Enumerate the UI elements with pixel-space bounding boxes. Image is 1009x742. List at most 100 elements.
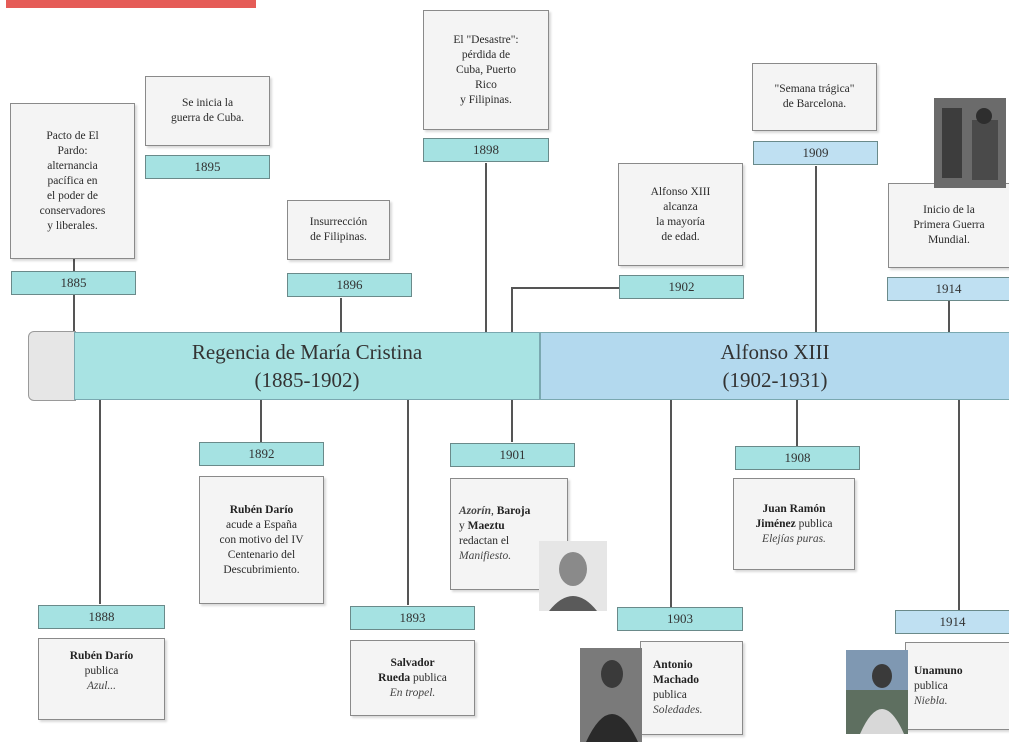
- event-note-1908: Juan Ramón Jiménez publica Elejías puras…: [733, 478, 855, 570]
- year-label-1892: 1892: [199, 442, 324, 466]
- work-soledades: Soledades.: [653, 704, 703, 716]
- year-label-1885: 1885: [11, 271, 136, 295]
- event-1908-verb: publica: [798, 517, 833, 530]
- event-1901-line: y Maeztu: [459, 519, 505, 534]
- ww1-photo: [934, 98, 1006, 188]
- event-1908-line: Jiménez publica: [756, 517, 833, 532]
- title-fragment-shape: [6, 0, 256, 8]
- year-label-1888: 1888: [38, 605, 165, 629]
- event-note-1914-unamuno: Unamuno publica Niebla.: [905, 642, 1009, 730]
- connector-1901: [511, 400, 513, 442]
- event-1885-line: Pardo:: [57, 144, 88, 157]
- event-1898-line: Cuba, Puerto: [455, 63, 517, 76]
- year-label-1902: 1902: [619, 275, 744, 299]
- event-1892-line: Centenario del: [227, 548, 296, 561]
- work-manifiesto: Manifiesto.: [459, 550, 512, 562]
- connector-1888: [99, 400, 101, 604]
- connector-1902-horizontal: [511, 287, 619, 289]
- unamuno-portrait: [846, 650, 908, 734]
- event-1902-line: Alfonso XIII: [650, 185, 711, 198]
- period-bar-regencia: Regencia de María Cristina (1885-1902): [74, 332, 540, 400]
- machado-portrait: [580, 648, 642, 742]
- event-note-1898: El "Desastre": pérdida de Cuba, Puerto R…: [423, 10, 549, 130]
- year-label-1914-unamuno: 1914: [895, 610, 1009, 634]
- connector-1896: [340, 298, 342, 332]
- connector-1908: [796, 400, 798, 446]
- event-1888-verb: publica: [84, 665, 119, 677]
- event-1885-line: Pacto de El: [46, 129, 99, 142]
- event-1893-verb: publica: [412, 671, 447, 684]
- event-1901-line: Azorín, Baroja: [459, 505, 531, 517]
- event-1893-line: Rueda publica: [378, 671, 447, 686]
- event-note-1902: Alfonso XIII alcanza la mayoría de edad.: [618, 163, 743, 266]
- event-note-1885: Pacto de El Pardo: alternancia pacífica …: [10, 103, 135, 259]
- author-azorin: Azorín: [459, 505, 491, 517]
- author-unamuno: Unamuno: [914, 664, 963, 677]
- event-1901-line: redactan el: [459, 535, 510, 547]
- event-1914-line: Mundial.: [928, 234, 970, 246]
- year-label-1896: 1896: [287, 273, 412, 297]
- year-label-1909: 1909: [753, 141, 878, 165]
- year-label-1898: 1898: [423, 138, 549, 162]
- event-1892-line: Descubrimiento.: [223, 563, 300, 576]
- year-label-1908: 1908: [735, 446, 860, 470]
- connector-1898: [485, 163, 487, 332]
- connector-1914-top: [948, 300, 950, 332]
- event-note-1888: Rubén Darío publica Azul...: [38, 638, 165, 720]
- event-note-1892: Rubén Darío acude a España con motivo de…: [199, 476, 324, 604]
- year-label-1901: 1901: [450, 443, 575, 467]
- event-1909-line: "Semana trágica": [774, 83, 855, 95]
- work-niebla: Niebla.: [914, 694, 948, 707]
- year-label-1903: 1903: [617, 607, 743, 631]
- event-note-1909: "Semana trágica" de Barcelona.: [752, 63, 877, 131]
- event-note-1914-war: Inicio de la Primera Guerra Mundial.: [888, 183, 1009, 268]
- event-1885-line: alternancia: [47, 159, 98, 172]
- event-1903-verb: publica: [653, 689, 687, 701]
- period-alfonso-years: (1902-1931): [722, 368, 828, 392]
- event-1898-line: El "Desastre":: [453, 33, 519, 46]
- work-azul: Azul...: [86, 680, 117, 692]
- machado-portrait-figure: [580, 648, 642, 742]
- connector-1909: [815, 166, 817, 332]
- event-note-1901: Azorín, Baroja y Maeztu redactan el Mani…: [450, 478, 568, 590]
- connector-1893: [407, 400, 409, 605]
- year-label-1914-war: 1914: [887, 277, 1009, 301]
- work-elejias-puras: Elejías puras.: [762, 532, 826, 545]
- period-alfonso-name: Alfonso XIII: [720, 340, 830, 364]
- event-1898-line: Rico: [475, 78, 497, 91]
- author-rueda: Rueda: [378, 671, 411, 684]
- page-title-fragment: [6, 0, 266, 10]
- period-regencia-name: Regencia de María Cristina: [191, 340, 423, 364]
- event-1885-line: pacífica en: [47, 174, 98, 187]
- event-1914-verb: publica: [914, 679, 948, 692]
- connector-1903: [670, 400, 672, 607]
- timeline-bar-start-cap: [28, 331, 76, 401]
- event-1909-line: de Barcelona.: [782, 98, 847, 110]
- event-1914-line: Primera Guerra: [913, 219, 985, 231]
- author-machado: Machado: [653, 674, 699, 686]
- connector-1902-vertical: [511, 287, 513, 332]
- event-1901-conj: y: [459, 520, 465, 532]
- connector-1892: [260, 400, 262, 442]
- azorin-portrait: [539, 541, 607, 611]
- event-note-1903: Antonio Machado publica Soledades.: [640, 641, 743, 735]
- connector-1914-bottom: [958, 400, 960, 610]
- azorin-portrait-figure: [539, 541, 607, 611]
- author-ruben-dario: Rubén Darío: [229, 503, 294, 516]
- year-label-1893: 1893: [350, 606, 475, 630]
- event-1902-line: alcanza: [663, 200, 698, 213]
- event-1892-line: acude a España: [226, 518, 297, 531]
- work-en-tropel: En tropel.: [389, 686, 436, 699]
- year-label-1895: 1895: [145, 155, 270, 179]
- author-ruben-dario: Rubén Darío: [69, 650, 134, 662]
- event-1914-line: Inicio de la: [923, 204, 975, 216]
- period-bar-alfonso: Alfonso XIII (1902-1931): [540, 332, 1009, 400]
- connector-1885: [73, 258, 75, 332]
- event-1902-line: la mayoría: [656, 215, 705, 228]
- author-antonio-machado: Antonio: [653, 659, 693, 671]
- event-1885-line: y liberales.: [47, 219, 98, 232]
- event-1885-line: conservadores: [39, 204, 106, 217]
- author-salvador-rueda: Salvador: [390, 656, 435, 669]
- event-1898-line: pérdida de: [461, 48, 511, 61]
- event-1902-line: de edad.: [661, 230, 700, 243]
